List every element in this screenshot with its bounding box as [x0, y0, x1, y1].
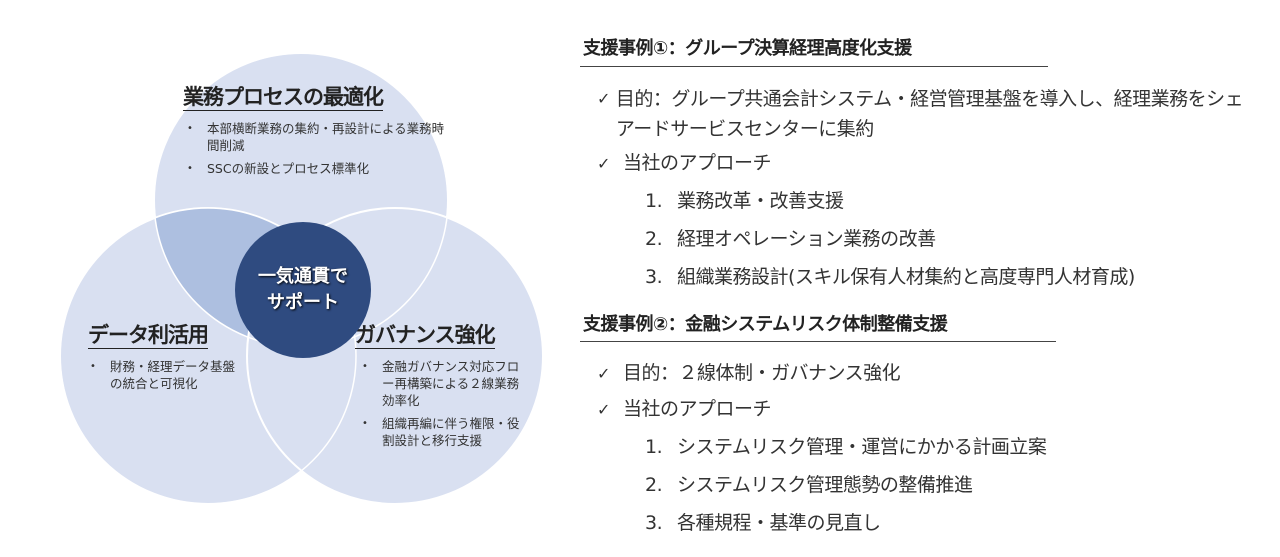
case2-step: 3. 各種規程・基準の見直し — [645, 508, 881, 538]
circle-title-governance: ガバナンス強化 — [355, 323, 496, 349]
step-number: 3. — [645, 512, 663, 534]
bullets-process: 本部横断業務の集約・再設計による業務時間削減 SSCの新設とプロセス標準化 — [185, 120, 445, 183]
circle-title-data: データ利活用 — [88, 323, 209, 349]
case2-heading: 支援事例②：金融システムリスク体制整備支援 — [583, 314, 948, 335]
check-icon: ✓ — [597, 89, 610, 108]
bullet: 財務・経理データ基盤の統合と可視化 — [88, 358, 238, 392]
bullets-data: 財務・経理データ基盤の統合と可視化 — [88, 358, 238, 398]
step-number: 1. — [645, 436, 663, 458]
divider — [580, 341, 1056, 342]
case2-step: 1. システムリスク管理・運営にかかる計画立案 — [645, 432, 1047, 462]
case1-step: 1. 業務改革・改善支援 — [645, 186, 844, 216]
step-number: 2. — [645, 474, 663, 496]
case2-approach: ✓ 当社のアプローチ — [597, 394, 772, 425]
case2-step: 2. システムリスク管理態勢の整備推進 — [645, 470, 973, 500]
bullet: 本部横断業務の集約・再設計による業務時間削減 — [185, 120, 445, 154]
purpose-text: 目的：グループ共通会計システム・経営管理基盤を導入し、経理業務をシェアードサービ… — [615, 88, 1244, 140]
bullets-governance: 金融ガバナンス対応フロー再構築による２線業務効率化 組織再編に伴う権限・役割設計… — [360, 358, 520, 455]
step-text: システムリスク管理・運営にかかる計画立案 — [677, 436, 1047, 458]
bullet: SSCの新設とプロセス標準化 — [185, 160, 445, 177]
step-number: 2. — [645, 228, 663, 250]
step-text: 各種規程・基準の見直し — [677, 512, 881, 534]
case1-heading: 支援事例①：グループ決算経理高度化支援 — [583, 38, 912, 59]
divider — [580, 66, 1048, 67]
step-text: 経理オペレーション業務の改善 — [677, 228, 936, 250]
check-icon: ✓ — [597, 154, 610, 173]
step-number: 3. — [645, 266, 663, 288]
case1-step: 2. 経理オペレーション業務の改善 — [645, 224, 936, 254]
step-text: システムリスク管理態勢の整備推進 — [677, 474, 973, 496]
step-number: 1. — [645, 190, 663, 212]
case1-step: 3. 組織業務設計(スキル保有人材集約と高度専門人材育成) — [645, 262, 1135, 292]
center-circle: 一気通貫で サポート — [235, 222, 371, 358]
approach-label: 当社のアプローチ — [623, 152, 772, 174]
step-text: 組織業務設計(スキル保有人材集約と高度専門人材育成) — [677, 266, 1135, 288]
case2-purpose: ✓ 目的：２線体制・ガバナンス強化 — [597, 358, 901, 389]
center-label-line: サポート — [267, 292, 339, 313]
check-icon: ✓ — [597, 364, 610, 383]
bullet: 金融ガバナンス対応フロー再構築による２線業務効率化 — [360, 358, 520, 409]
circle-outline — [59, 207, 357, 505]
check-icon: ✓ — [597, 400, 610, 419]
case1-approach: ✓ 当社のアプローチ — [597, 148, 772, 179]
circle-title-process: 業務プロセスの最適化 — [183, 85, 384, 111]
case1-purpose: ✓ 目的：グループ共通会計システム・経営管理基盤を導入し、経理業務をシェアードサ… — [597, 84, 1257, 144]
step-text: 業務改革・改善支援 — [677, 190, 844, 212]
approach-label: 当社のアプローチ — [623, 398, 772, 420]
bullet: 組織再編に伴う権限・役割設計と移行支援 — [360, 415, 520, 449]
center-label-line: 一気通貫で — [258, 266, 348, 287]
purpose-text: 目的：２線体制・ガバナンス強化 — [623, 362, 901, 384]
